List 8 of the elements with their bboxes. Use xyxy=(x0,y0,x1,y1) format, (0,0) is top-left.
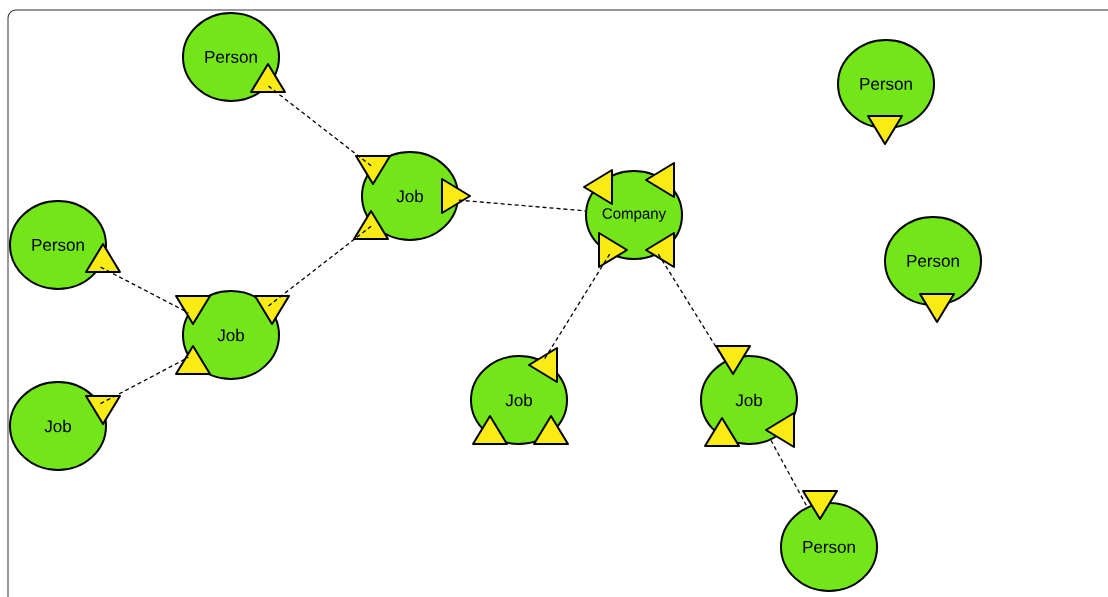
connector-line xyxy=(99,266,189,314)
connector-line xyxy=(458,199,586,212)
connector-line xyxy=(267,224,374,307)
connector-line xyxy=(267,85,374,168)
connector-line xyxy=(770,439,808,508)
connector-line xyxy=(99,356,190,405)
connector-line xyxy=(657,253,726,362)
connector-line xyxy=(542,253,611,362)
